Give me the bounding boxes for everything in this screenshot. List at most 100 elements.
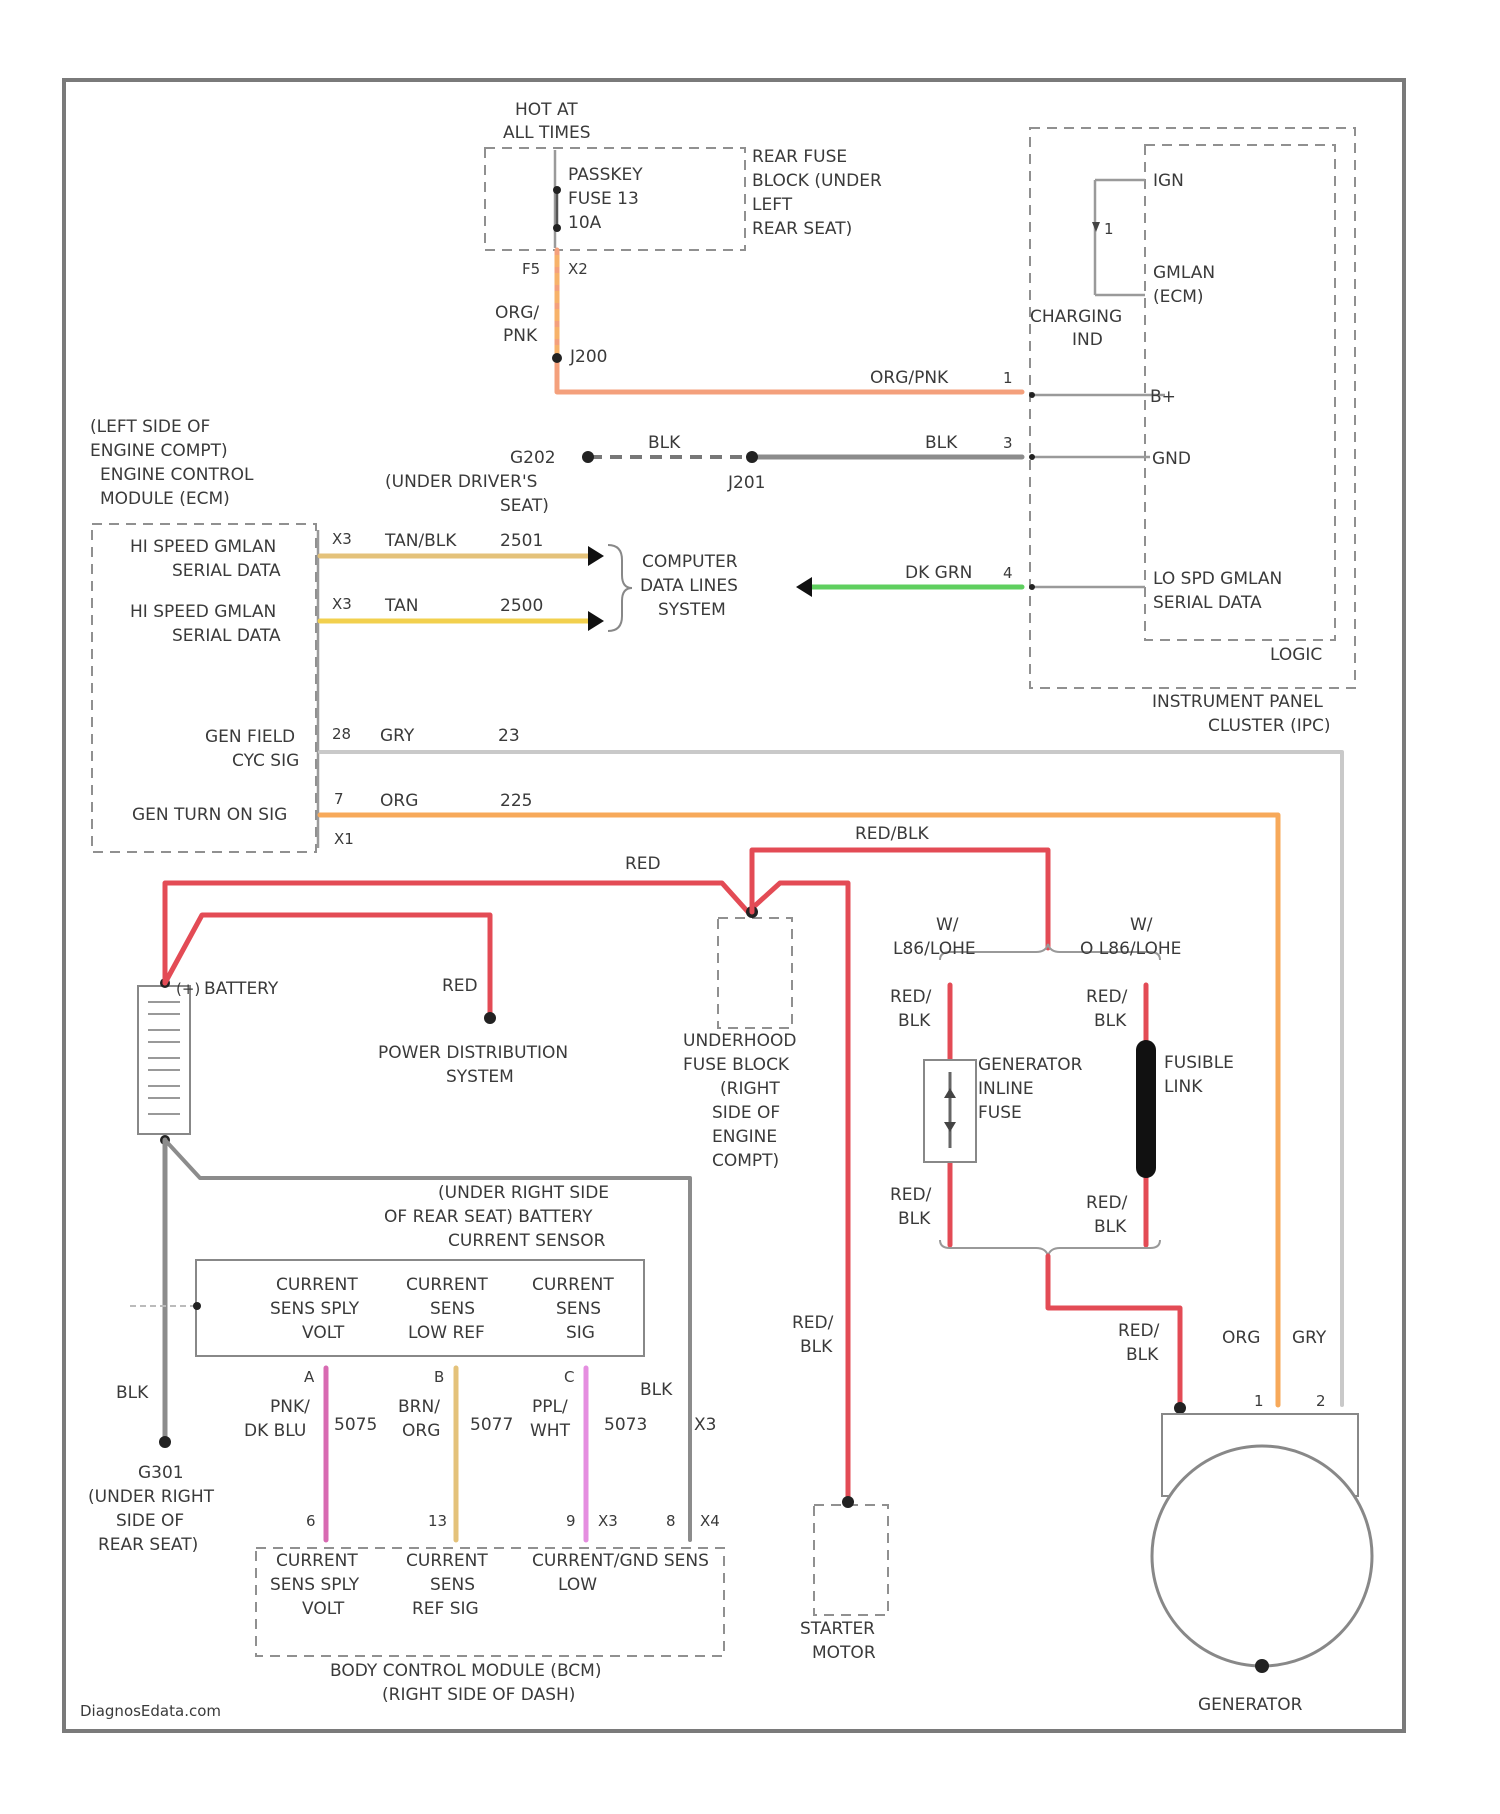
ipc-gmlan-label-1: GMLAN: [1153, 263, 1215, 283]
tan-blk-circuit: 2501: [500, 531, 543, 551]
fusible-link-label-2: LINK: [1164, 1077, 1203, 1097]
sensor-col-2-line-1: CURRENT: [406, 1275, 488, 1295]
computer-data-lines-label-2: DATA LINES: [640, 576, 738, 596]
starter-wire-label-1: RED/: [792, 1313, 834, 1333]
splice-j201-label: J201: [727, 473, 765, 493]
generator: GENERATOR: [1152, 1414, 1372, 1715]
right-rb-wire-label-4b: BLK: [1094, 1217, 1127, 1237]
bcm-label-1: BODY CONTROL MODULE (BCM): [330, 1661, 601, 1681]
ipc-gmlan-label-2: (ECM): [1153, 287, 1204, 307]
battery-red-wire-label: RED: [625, 854, 661, 874]
ground-g202-group: G202 (UNDER DRIVER'S SEAT) BLK J201 BLK …: [385, 433, 1022, 516]
gry-wire-label: GRY: [380, 726, 415, 746]
blk-bcm-wire-label: BLK: [640, 1380, 673, 1400]
brn-org-label-2: ORG: [402, 1421, 440, 1441]
instrument-panel-cluster: 1 IGN GMLAN (ECM) CHARGING IND B+ GND LO…: [1029, 128, 1355, 736]
ipc-gnd-terminal: [1029, 454, 1035, 460]
org-pnk-wire: [557, 250, 1022, 392]
g301-location-1: (UNDER RIGHT: [88, 1487, 215, 1507]
passkey-fuse-label-3: 10A: [568, 213, 602, 233]
ground-g301: [159, 1436, 171, 1448]
underhood-label-6: COMPT): [712, 1151, 779, 1171]
sensor-col-1-line-3: VOLT: [302, 1323, 345, 1343]
g301-label: G301: [138, 1463, 184, 1483]
data-lines-brace: [608, 545, 632, 631]
sensor-col-3-line-1: CURRENT: [532, 1275, 614, 1295]
tan-arrow: [588, 611, 604, 631]
g301-blk-wire-label: BLK: [116, 1383, 149, 1403]
starter-label-1: STARTER: [800, 1619, 875, 1639]
bcm-pin-8: 8: [666, 1512, 676, 1530]
gen-pin-2: 2: [1316, 1392, 1326, 1410]
pnk-dk-blu-label-1: PNK/: [270, 1397, 310, 1417]
bcm-label-2: (RIGHT SIDE OF DASH): [382, 1685, 575, 1705]
splice-j200: [552, 353, 562, 363]
battery-body: [138, 986, 190, 1134]
option-left-label-2: L86/LOHE: [893, 939, 976, 959]
dk-grn-arrow: [796, 577, 812, 597]
generator-ground-terminal: [1255, 1659, 1269, 1673]
bcm-pin-6: 6: [306, 1512, 316, 1530]
bcm-col-1-line-1: CURRENT: [276, 1551, 358, 1571]
ipc-lo-spd-label-1: LO SPD GMLAN: [1153, 569, 1282, 589]
power-distribution-label-2: SYSTEM: [446, 1067, 514, 1087]
g301-location-2: SIDE OF: [116, 1511, 184, 1531]
splice-j200-label: J200: [569, 347, 607, 367]
ipc-b-plus-label: B+: [1150, 387, 1176, 407]
brn-org-label-1: BRN/: [398, 1397, 440, 1417]
passkey-fuse-label-1: PASSKEY: [568, 165, 643, 185]
ecm-label-1: (LEFT SIDE OF: [90, 417, 210, 437]
current-sensor-label-2: OF REAR SEAT) BATTERY: [384, 1207, 593, 1227]
right-rb-wire-label-2b: BLK: [1094, 1011, 1127, 1031]
blk-bcm-circuit: X3: [694, 1415, 716, 1435]
bcm-pin-9: 9: [566, 1512, 576, 1530]
battery-positive-label: (+): [176, 980, 200, 998]
battery-group: (+) BATTERY: [138, 978, 279, 1145]
fuse-terminal-bottom: [553, 224, 561, 232]
ipc-label-1: INSTRUMENT PANEL: [1152, 692, 1323, 712]
ipc-gnd-label: GND: [1152, 449, 1191, 469]
generator-label: GENERATOR: [1198, 1695, 1303, 1715]
bcm-col-3-line-2: LOW: [558, 1575, 597, 1595]
fuse-terminal-top: [553, 186, 561, 194]
tan-wire-label: TAN: [384, 596, 418, 616]
rear-fuse-block: HOT AT ALL TIMES REAR FUSE BLOCK (UNDER …: [485, 100, 882, 367]
sensor-col-2-line-2: SENS: [430, 1299, 475, 1319]
left-rb-wire-label-1a: RED/: [890, 987, 932, 1007]
splice-j201: [746, 451, 758, 463]
bcm-pin-13: 13: [428, 1512, 447, 1530]
power-distribution-label-1: POWER DISTRIBUTION: [378, 1043, 568, 1063]
gen-rb-wire-label-2: BLK: [1126, 1345, 1159, 1365]
sensor-col-2-line-3: LOW REF: [408, 1323, 485, 1343]
sensor-pin-a: A: [304, 1368, 315, 1386]
hot-at-all-times-label-1: HOT AT: [515, 100, 578, 120]
ecm-conn-x1: X1: [334, 830, 354, 848]
ipc-pin-3: 3: [1003, 434, 1013, 452]
ecm-label-2: ENGINE COMPT): [90, 441, 228, 461]
charging-indicator-id: 1: [1104, 220, 1114, 238]
ipc-label-2: CLUSTER (IPC): [1208, 716, 1330, 736]
gen-rb-wire-label-1: RED/: [1118, 1321, 1160, 1341]
g202-dashed-wire-label: BLK: [648, 433, 681, 453]
left-rb-wire-label-1b: BLK: [898, 1011, 931, 1031]
gen-pin-1: 1: [1254, 1392, 1264, 1410]
starter-motor-outline: [814, 1505, 888, 1615]
charging-indicator-lamp: [1092, 222, 1100, 232]
bcm-conn-x4: X4: [700, 1512, 720, 1530]
underhood-fuse-block-outline: [718, 918, 792, 1028]
gry-circuit: 23: [498, 726, 520, 746]
watermark: DiagnosEdata.com: [80, 1702, 221, 1720]
sensor-col-3-line-2: SENS: [556, 1299, 601, 1319]
left-rb-wire-label-3b: BLK: [898, 1209, 931, 1229]
inline-fuse-label-1: GENERATOR: [978, 1055, 1083, 1075]
gen-gry-wire-label: GRY: [1292, 1328, 1327, 1348]
ecm-gen-field-label-1: GEN FIELD: [205, 727, 295, 747]
battery-current-sensor: (UNDER RIGHT SIDE OF REAR SEAT) BATTERY …: [130, 1183, 644, 1386]
underhood-label-1: UNDERHOOD: [683, 1031, 796, 1051]
left-rb-wire-label-3a: RED/: [890, 1185, 932, 1205]
pds-red-wire-label: RED: [442, 976, 478, 996]
generator-option-bottom-brace: [940, 1240, 1160, 1256]
g202-location-2: SEAT): [500, 496, 549, 516]
passkey-fuse-label-2: FUSE 13: [568, 189, 639, 209]
inline-fuse-label-2: INLINE: [978, 1079, 1034, 1099]
